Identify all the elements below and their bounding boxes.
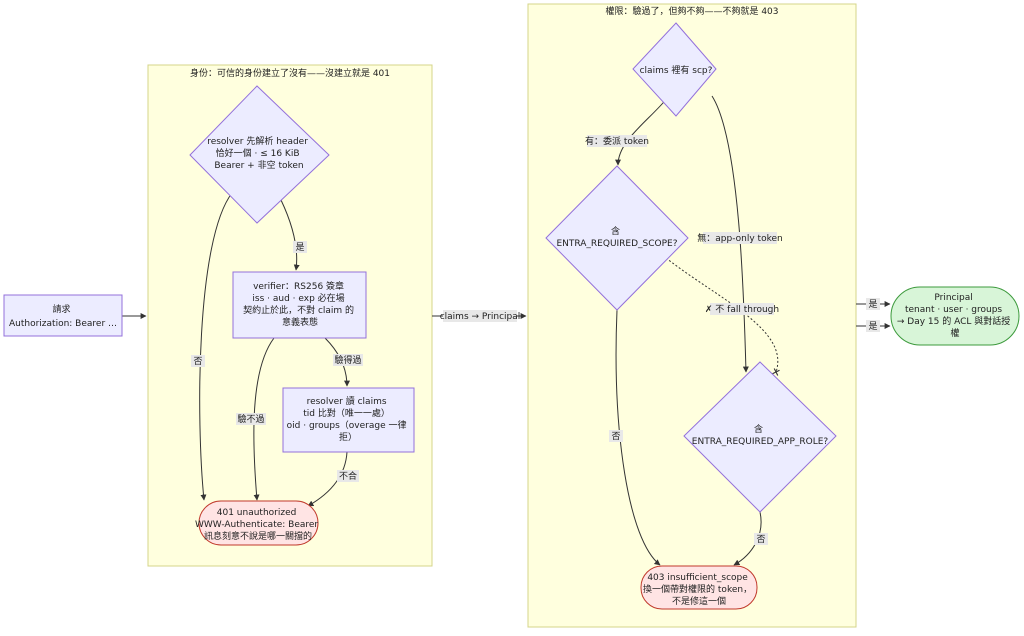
svg-text:含 ENTRA_REQUIRED_APP_ROL: 含 ENTRA_REQUIRED_APP_ROLE? [692,423,829,447]
svg-text:請求 Authorization: Bearer: 請求 Authorization: Bearer … [9,303,117,329]
identity-cluster-title: 身份：可信的身份建立了沒有——沒建立就是 401 [190,67,390,79]
edge-scp-to-role [711,95,749,373]
edge-label-no-scope: 否 [609,430,623,442]
svg-text:驗得過: 驗得過 [334,354,361,366]
svg-text:resolver 讀 claims tid 比對: resolver 讀 claims tid 比對（唯一一處） oid · gro… [287,395,410,443]
required-app-role-decision: 含 ENTRA_REQUIRED_APP_ROLE? [683,361,837,513]
resolver-claims-node: resolver 讀 claims tid 比對（唯一一處） oid · gro… [282,387,415,453]
scp-decision: claims 裡有 scp? [632,22,717,117]
svg-text:✗ 不 fall through: ✗ 不 fall through [705,304,779,315]
svg-text:否: 否 [756,534,765,545]
svg-text:不合: 不合 [339,470,357,482]
permission-cluster-title: 權限：驗過了，但夠不夠——不夠就是 403 [605,5,778,17]
edge-label-has-delegated: 有：委派 token [585,135,649,147]
edge-parse-to-401 [199,192,233,501]
edge-label-claims-principal: claims → Principal [440,310,521,322]
edge-label-verify-pass: 驗得過 [333,354,363,366]
edge-verifier-to-401 [253,337,275,501]
svg-text:verifier：RS256 簽章 iss ·: verifier：RS256 簽章 iss · aud · exp 必在場 契約… [243,280,357,328]
edge-label-yes-1: 是 [866,298,880,310]
principal-node: Principal tenant · user · groups → Day 1… [890,286,1020,346]
edge-label-mismatch: 不合 [337,470,359,482]
svg-text:驗不過: 驗不過 [237,413,264,425]
svg-text:否: 否 [611,431,620,442]
svg-text:403 insufficient_scope 換: 403 insufficient_scope 換一個帶對權限的 token， 不… [643,573,755,607]
svg-text:claims 裡有 scp?: claims 裡有 scp? [640,64,713,76]
svg-text:含 ENTRA_REQUIRED_SCOPE?: 含 ENTRA_REQUIRED_SCOPE? [556,225,677,249]
edge-parse-to-verifier [280,199,300,271]
svg-text:Principal tenant · user: Principal tenant · user · groups → Day 1… [897,293,1013,339]
svg-text:否: 否 [193,356,202,367]
svg-text:resolver 先解析 header 恰好一個: resolver 先解析 header 恰好一個 · ≤ 16 KiB Bear… [207,135,311,171]
required-scope-decision: 含 ENTRA_REQUIRED_SCOPE? [545,165,689,311]
edge-label-none-app-only: 無：app-only token [697,232,783,244]
edge-claims-to-401 [307,451,348,507]
request-node: 請求 Authorization: Bearer … [3,294,123,337]
svg-text:claims → Principal: claims → Principal [440,312,521,322]
edge-scp-to-scope [615,95,670,166]
svg-text:401 unauthorized WWW-Aut: 401 unauthorized WWW-Authenticate: Beare… [195,508,321,542]
edge-scope-to-403 [615,309,661,566]
edge-label-verify-fail: 驗不過 [236,413,266,425]
edge-label-no-fall-through: ✗ 不 fall through [705,303,779,315]
svg-text:是: 是 [868,299,877,310]
edge-label-yes-2: 是 [866,320,880,332]
edge-label-no-role: 否 [754,533,768,545]
svg-text:有：委派 token: 有：委派 token [585,135,649,147]
svg-text:無：app-only token: 無：app-only token [697,232,782,244]
edge-scope-to-role [665,257,780,376]
svg-text:是: 是 [868,321,877,332]
unauthorized-401-node: 401 unauthorized WWW-Authenticate: Beare… [195,500,321,546]
resolver-parse-decision: resolver 先解析 header 恰好一個 · ≤ 16 KiB Bear… [189,85,330,224]
verifier-node: verifier：RS256 簽章 iss · aud · exp 必在場 契約… [232,271,367,339]
forbidden-403-node: 403 insufficient_scope 換一個帶對權限的 token， 不… [640,565,758,610]
svg-text:是: 是 [295,242,304,253]
edge-label-no: 否 [191,355,205,367]
permission-cluster: 權限：驗過了，但夠不夠——不夠就是 403 [527,3,857,628]
edge-label-yes: 是 [293,241,307,253]
